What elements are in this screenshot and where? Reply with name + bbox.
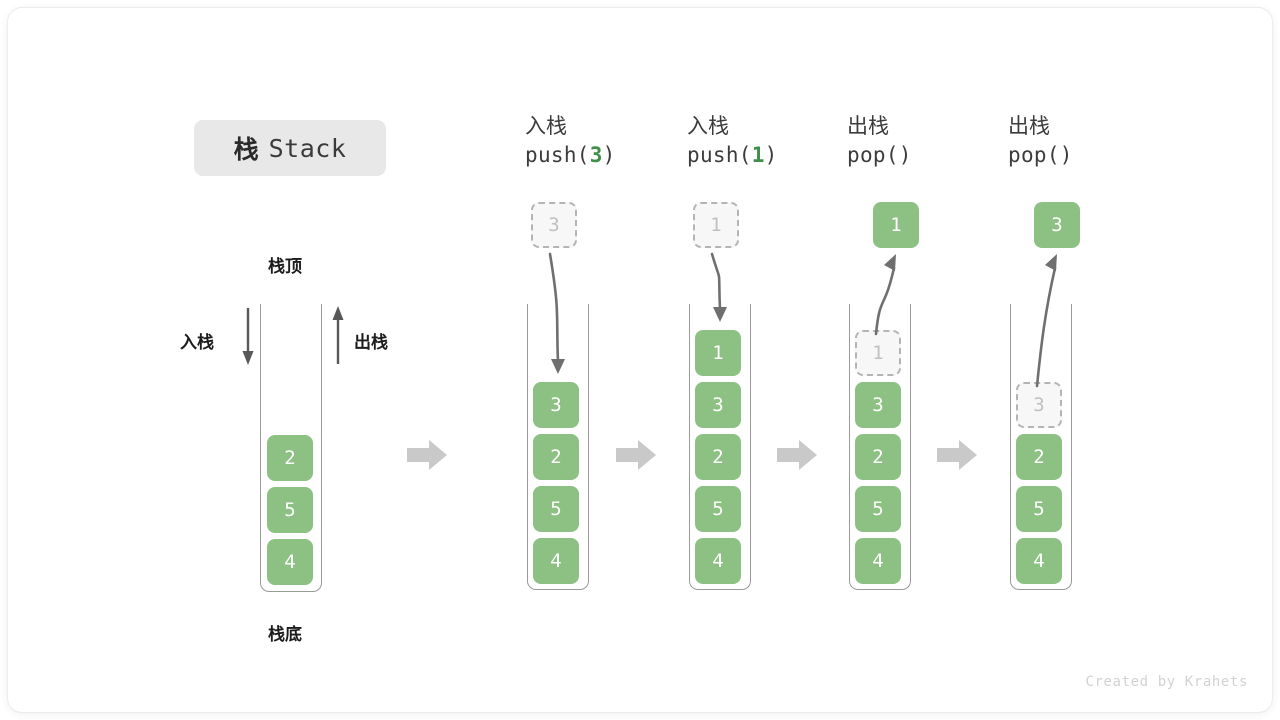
stack-cell: 5	[695, 486, 741, 532]
stack-container-push-3	[527, 304, 589, 590]
stack-top-label: 栈顶	[268, 257, 302, 276]
code-argument: 3	[589, 143, 603, 167]
incoming-ghost-cell: 3	[531, 202, 577, 248]
stack-cell: 4	[533, 538, 579, 584]
step-operation-cn: 入栈	[687, 115, 729, 138]
incoming-ghost-cell: 1	[693, 202, 739, 248]
initial-stack-group: 栈顶 入栈 出栈 2 5 4 栈底	[178, 248, 428, 658]
step-operation-code: pop()	[1008, 140, 1158, 170]
push-motion-arrow-icon	[710, 252, 727, 322]
initial-stack-cells: 2 5 4	[267, 435, 313, 585]
code-fn-name: push(	[687, 143, 752, 167]
pop-motion-arrow-icon	[1035, 254, 1057, 388]
stack-cell: 4	[695, 538, 741, 584]
step-operation-code: push(3)	[525, 140, 675, 170]
initial-stack-container: 2 5 4	[260, 304, 322, 592]
stack-cell: 2	[695, 434, 741, 480]
flow-arrow-right-icon-4	[937, 438, 977, 472]
stack-container-push-1	[689, 304, 751, 590]
push-arrow-down-icon	[242, 308, 254, 365]
footer-credit: Created by Krahets	[1085, 674, 1248, 690]
stack-container-pop-1	[849, 304, 911, 590]
code-fn-name: push(	[525, 143, 590, 167]
code-close-paren: )	[898, 143, 912, 167]
stack-cell-ghost: 3	[1016, 382, 1062, 428]
stack-cell: 1	[695, 330, 741, 376]
stack-cell: 5	[533, 486, 579, 532]
title-cn: 栈	[233, 136, 260, 164]
stack-bottom-label: 栈底	[268, 625, 302, 644]
step-operation-cn: 出栈	[847, 115, 889, 138]
stack-cell: 2	[1016, 434, 1062, 480]
stack-cell: 4	[267, 539, 313, 585]
push-label: 入栈	[180, 333, 214, 352]
code-close-paren: )	[602, 143, 616, 167]
step-operation-code: pop()	[847, 140, 997, 170]
popped-cell: 1	[873, 202, 919, 248]
step-operation-cn: 入栈	[525, 115, 567, 138]
stack-cell: 2	[533, 434, 579, 480]
stack-cell: 3	[855, 382, 901, 428]
title-en: Stack	[268, 133, 347, 163]
title-badge: 栈 Stack	[194, 120, 386, 176]
flow-arrow-right-icon-2	[616, 438, 656, 472]
stack-cell: 3	[533, 382, 579, 428]
flow-arrow-right-icon-3	[777, 438, 817, 472]
pop-arrow-up-icon	[332, 306, 344, 364]
stack-cell: 4	[1016, 538, 1062, 584]
push-motion-arrow-icon	[548, 252, 565, 374]
stack-cell: 2	[855, 434, 901, 480]
code-fn-name: pop(	[847, 143, 899, 167]
stack-cell: 5	[267, 487, 313, 533]
code-argument: 1	[751, 143, 765, 167]
code-fn-name: pop(	[1008, 143, 1060, 167]
flow-arrow-right-icon-1	[407, 438, 447, 472]
step-operation-cn: 出栈	[1008, 115, 1050, 138]
pop-motion-arrow-icon	[874, 254, 896, 336]
step-operation-code: push(1)	[687, 140, 837, 170]
stack-cell: 5	[1016, 486, 1062, 532]
code-close-paren: )	[1059, 143, 1073, 167]
stack-cell-ghost: 1	[855, 330, 901, 376]
stack-container-pop-3	[1010, 304, 1072, 590]
stack-cell: 5	[855, 486, 901, 532]
stack-cell: 3	[695, 382, 741, 428]
popped-cell: 3	[1034, 202, 1080, 248]
code-close-paren: )	[764, 143, 778, 167]
stack-cell: 2	[267, 435, 313, 481]
pop-label: 出栈	[354, 333, 388, 352]
stack-cell: 4	[855, 538, 901, 584]
